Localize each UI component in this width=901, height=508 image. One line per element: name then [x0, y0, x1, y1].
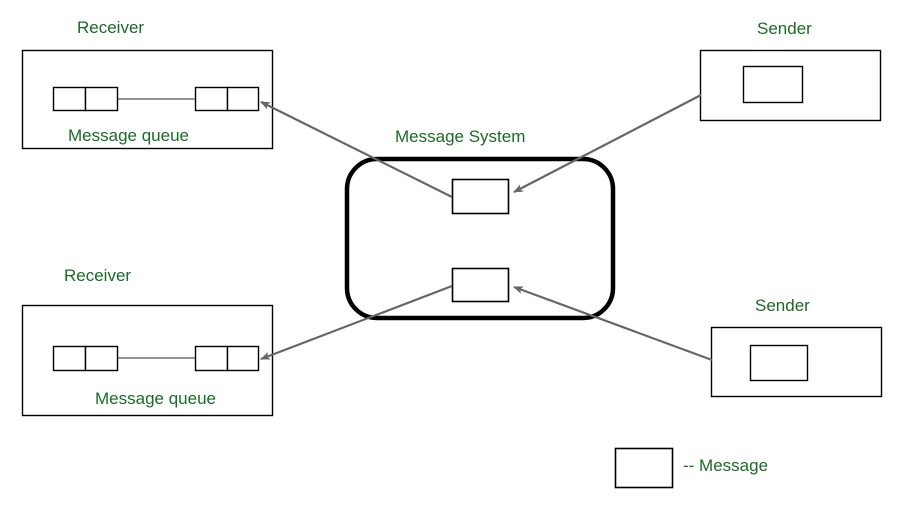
receiver-bottom-queue [52, 345, 260, 372]
arrow-sender-bottom-to-system [513, 285, 713, 362]
sender-top-label: Sender [757, 19, 812, 38]
legend-message-swatch [614, 447, 674, 489]
sender-top-group [699, 49, 882, 122]
arrow-system-to-receiver-top [260, 101, 453, 198]
sender-top-message [742, 65, 804, 104]
system-message-top [451, 178, 510, 215]
sender-bottom-box [710, 326, 883, 398]
receiver-top-group [21, 49, 274, 150]
queue-cell [52, 345, 87, 372]
receiver-bottom-label: Receiver [64, 266, 132, 285]
receiver-top-queue-label: Message queue [68, 126, 189, 145]
queue-cell [194, 86, 229, 112]
message-system-box [344, 156, 616, 321]
system-message-bottom [451, 267, 510, 303]
receiver-bottom-queue-label: Message queue [95, 389, 216, 408]
arrow-sender-top-to-system [513, 94, 702, 193]
queue-cell [52, 86, 87, 112]
sender-bottom-message [749, 344, 809, 382]
message-system-label: Message System [395, 127, 526, 146]
receiver-top-label: Receiver [77, 18, 145, 37]
arrow-layer [260, 94, 713, 362]
receiver-bottom-group [21, 304, 274, 417]
sender-bottom-label: Sender [755, 296, 810, 315]
sender-bottom-group [710, 326, 883, 398]
queue-cell [84, 86, 119, 112]
legend-label: -- Message [683, 456, 769, 475]
receiver-top-queue [52, 86, 260, 112]
queue-cell [84, 345, 119, 372]
queue-cell [226, 86, 260, 112]
arrow-system-to-receiver-bottom [260, 284, 453, 361]
message-system-group [344, 156, 616, 321]
queue-cell [194, 345, 229, 372]
queue-cell [226, 345, 260, 372]
